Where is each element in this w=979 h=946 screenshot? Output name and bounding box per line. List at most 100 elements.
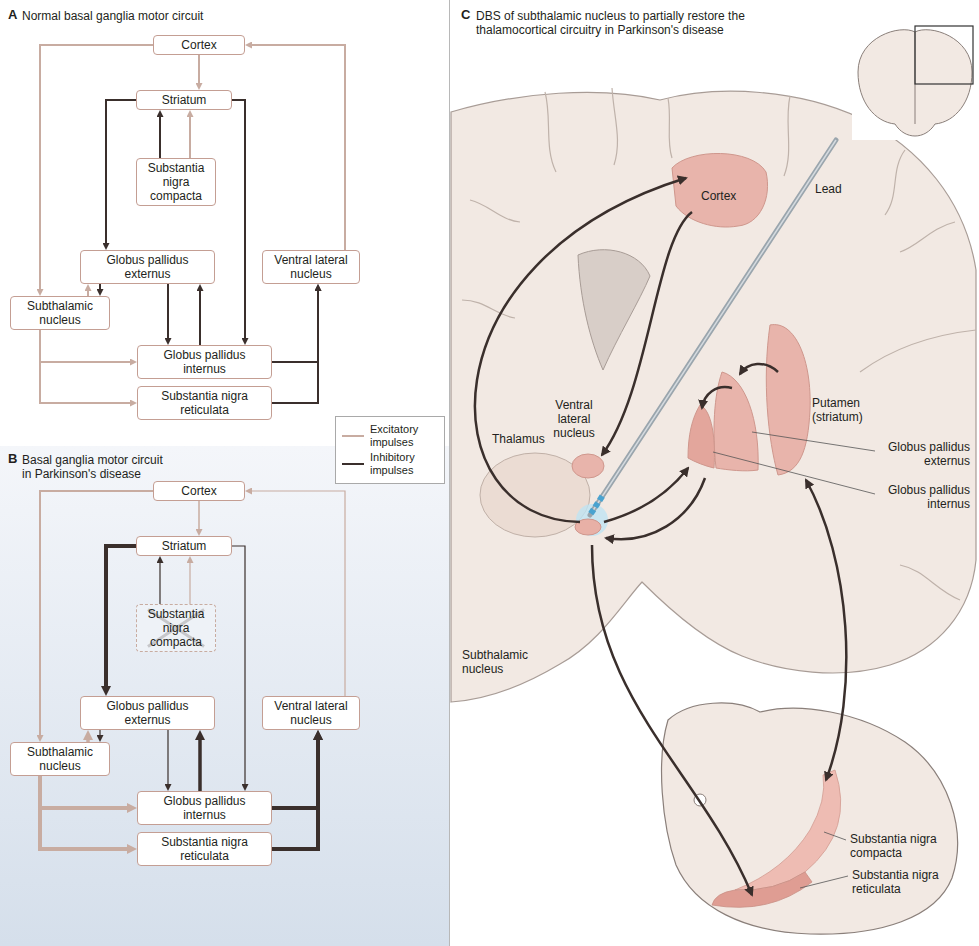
panel-letter: B — [8, 452, 17, 466]
legend-sample-line — [342, 463, 364, 465]
structure-label: Putamen (striatum) — [812, 396, 880, 424]
nucleus-box: Globus pallidus internus — [137, 791, 272, 825]
nucleus-box: Substantia nigra reticulata — [137, 832, 272, 866]
structure-label: Substantia nigra compacta — [850, 832, 942, 860]
panel-title: Normal basal ganglia motor circuit — [22, 9, 203, 23]
leader-line — [752, 432, 875, 451]
pathway-arrow — [592, 545, 752, 895]
nucleus-box: Globus pallidus externus — [80, 696, 215, 730]
inhibitory-connector — [99, 730, 100, 735]
excitatory-connector — [40, 776, 127, 849]
excitatory-connector — [252, 491, 345, 696]
excitatory-connector — [198, 501, 200, 529]
excitatory-connector — [189, 117, 191, 158]
inhibitory-connector — [99, 284, 101, 289]
legend-entry: Excitatory impulses — [341, 423, 439, 449]
inhibitory-connector — [232, 100, 245, 338]
lost-nucleus-box: Substantia nigra compacta — [136, 604, 216, 652]
pathway-arrow — [602, 212, 692, 455]
lead-contact — [595, 503, 598, 507]
sulcus — [545, 92, 556, 172]
panel-title: DBS of subthalamic nucleus to partially … — [476, 9, 806, 37]
node-text: Substantia nigra compacta — [141, 607, 211, 649]
leader-line — [824, 832, 846, 840]
brain-slice — [451, 91, 976, 702]
midbrain-section — [662, 703, 958, 934]
nucleus-box: Ventral lateral nucleus — [262, 250, 360, 284]
excitatory-connector — [252, 45, 345, 250]
structure-label: Substantia nigra reticulata — [852, 868, 944, 896]
node-text: Striatum — [141, 539, 227, 553]
excitatory-connector — [40, 776, 127, 808]
excitatory-connector — [198, 55, 200, 83]
excitatory-connector — [189, 563, 190, 604]
dbs-lead-highlight — [592, 140, 836, 512]
sulcus — [612, 88, 617, 165]
inhibitory-connector — [199, 291, 201, 345]
nucleus-box: Subthalamic nucleus — [10, 296, 110, 330]
panel-b-ground — [0, 446, 449, 946]
pathway-arrow — [702, 387, 732, 408]
sulcus — [668, 98, 672, 158]
node-text: Substantia nigra reticulata — [142, 835, 267, 863]
excitatory-connector — [40, 330, 130, 362]
structure-label: Ventral lateral nucleus — [546, 398, 602, 440]
inhibitory-connector — [198, 740, 202, 791]
node-text: Globus pallidus internus — [142, 348, 267, 376]
inhibitory-connector — [106, 546, 136, 686]
node-text: Globus pallidus externus — [85, 253, 210, 281]
legend-sample — [341, 459, 365, 469]
legend-entry: Inhibitory impulses — [341, 451, 439, 477]
structure-label: Subthalamic nucleus — [462, 648, 542, 676]
nucleus-box: Cortex — [153, 35, 245, 55]
inhibitory-connector — [167, 730, 168, 784]
structure-label: Cortex — [701, 189, 736, 203]
nucleus-box: Globus pallidus internus — [137, 345, 272, 379]
node-text: Globus pallidus externus — [85, 699, 210, 727]
dbs-lead — [590, 140, 836, 515]
sulcus — [470, 200, 520, 222]
panel-c-ground — [450, 0, 979, 946]
sulcus — [885, 150, 905, 215]
pathway-arrow — [475, 178, 686, 522]
legend-sample-line — [342, 435, 364, 437]
sulcus — [900, 222, 955, 252]
substantia-nigra-reticulata-region — [712, 872, 812, 907]
sulcus — [900, 565, 960, 600]
pathway-arrow — [606, 478, 705, 539]
pathway-arrow — [740, 364, 778, 374]
inhibitory-connector — [272, 291, 318, 362]
inhibitory-connector — [272, 740, 318, 808]
nucleus-box: Striatum — [136, 90, 232, 110]
nucleus-box: Substantia nigra reticulata — [137, 386, 272, 420]
node-text: Substantia nigra reticulata — [142, 389, 267, 417]
node-text: Globus pallidus internus — [142, 794, 267, 822]
nucleus-box: Substantia nigra compacta — [136, 158, 216, 206]
ventral-lateral-nucleus-region — [572, 454, 604, 478]
inhibitory-connector — [167, 284, 169, 338]
panel-letter: A — [8, 8, 17, 22]
node-text: Substantia nigra compacta — [141, 161, 211, 203]
substantia-nigra-compacta-region — [735, 770, 841, 890]
stimulation-glow — [576, 504, 608, 536]
inset-frame — [915, 26, 973, 84]
panel-title: Basal ganglia motor circuit in Parkinson… — [22, 453, 172, 481]
inhibitory-connector — [159, 563, 160, 604]
globus-pallidus-internus-region — [688, 405, 714, 468]
node-text: Cortex — [158, 484, 240, 498]
inhibitory-connector — [232, 546, 245, 784]
inhibitory-connector — [159, 117, 161, 158]
panel-a-ground — [0, 0, 449, 446]
excitatory-connector — [40, 330, 130, 403]
legend-sample — [341, 431, 365, 441]
leader-line — [800, 876, 848, 888]
panel-divider — [449, 0, 450, 946]
lateral-ventricle — [578, 250, 650, 370]
lateral-sulcus — [860, 330, 976, 372]
node-text: Subthalamic nucleus — [15, 299, 105, 327]
pathway-arrow — [806, 480, 846, 780]
legend-text: Inhibitory impulses — [370, 451, 439, 477]
inhibitory-connector — [106, 100, 136, 243]
node-text: Cortex — [158, 38, 240, 52]
putamen-region — [766, 325, 810, 475]
